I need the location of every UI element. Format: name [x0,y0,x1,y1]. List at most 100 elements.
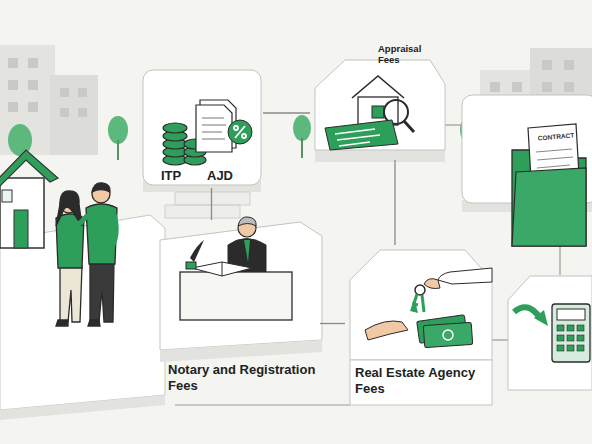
notary-tile: Notary and Registration Fees [160,220,320,402]
tax-tile-part [196,105,232,152]
calculator-tile-part [508,276,592,390]
appraisal-tile-part-part [337,135,380,140]
tax-tile-part-part [202,118,224,119]
decor-paths-part [445,124,462,125]
tax-tile-part-part [202,139,225,140]
tax-tile-part-part [163,123,187,133]
couple-figure-part [60,266,82,322]
contract-tile-part-part [537,165,570,168]
appraisal-tile: Appraisal Fees [310,35,445,160]
agency-tile-part [423,322,472,347]
calculator-tile-part-part [557,345,564,351]
calculator-tile-part-part [577,345,584,351]
calculator-tile-part-part [567,345,574,351]
couple-figure-part [90,262,114,322]
tax-tile-part-part [234,126,238,130]
agency-tile-part [443,330,453,340]
agency-tile-part [415,285,425,295]
background-buildings-part-part [301,138,303,158]
calculator-tile [508,276,592,390]
agency-tile [350,250,492,405]
background-buildings-part-part [542,82,552,92]
couple-figure-part [92,183,110,192]
couple-figure-part [64,215,88,236]
calculator-tile-part [557,309,585,320]
appraisal-tile-part [404,121,414,132]
calculator-tile-part-part [557,325,564,331]
notary-platform-part [192,262,252,276]
appraisal-tile-part-part [335,129,375,134]
tax-tile: ITPAJD [143,66,263,188]
tax-tile-part [234,126,246,138]
notary-platform-part [180,272,292,320]
background-buildings-part-part [490,82,500,92]
calculator-tile-part [557,325,584,351]
tax-tile-part [228,120,252,144]
agency-tile-part [350,250,492,360]
background-buildings-part-part [60,88,69,97]
appraisal-tile-part [315,150,445,162]
tax-tile-part-part [242,134,246,138]
background-buildings-part [50,75,98,155]
agency-tile-part [365,321,408,340]
decor-paths-part [492,339,508,340]
notary-platform [160,217,322,362]
notary-platform-part [238,217,256,226]
connector-line [394,160,395,245]
tax-tile-part [165,192,250,218]
connector-line [263,112,310,113]
calculator-tile-part [534,310,548,326]
tax-tile-part-part [235,126,245,138]
tax-tile-part [202,118,226,139]
node-label: Appraisal Fees [378,43,432,66]
background-buildings-part-part [78,108,87,117]
calculator-tile-part-part [567,325,574,331]
background-buildings-part-part [60,108,69,117]
agency-tile: Real Estate Agency Fees [345,245,492,405]
appraisal-tile-part [325,120,398,150]
background-buildings-part-part [564,60,574,70]
calculator-tile-part-part [577,335,584,341]
notary-platform-part [160,222,322,350]
background-buildings-part-part [8,58,18,68]
background-buildings-part-part [293,115,311,141]
agency-tile-part [412,294,418,311]
appraisal-tile-part [315,60,445,150]
couple-figure-part [110,214,116,250]
background-buildings-part-part [28,80,38,90]
background-buildings-part-part [564,82,574,92]
agency-tile-part [422,295,424,312]
appraisal-tile-part [372,106,384,118]
node-label: ITP [161,168,201,184]
calculator-tile-part-part [557,335,564,341]
house-icon-part [0,178,44,248]
contract-tile-part-part [536,149,572,152]
background-buildings-part-part [8,124,32,156]
background-buildings-part-part [28,58,38,68]
tax-tile-part [143,70,261,185]
house-icon-part [0,150,58,186]
couple-platform-part [0,395,165,420]
house-icon [0,150,58,248]
background-buildings-part [0,45,55,155]
appraisal-tile-part-part [339,142,370,146]
agency-tile-part [350,360,492,405]
background-buildings-part-part [108,116,128,144]
background-buildings-part-part [117,140,119,160]
background-buildings-part-part [542,60,552,70]
notary-platform-part [244,240,250,262]
calculator-tile-part-part [577,325,584,331]
background-buildings-part [8,115,529,162]
house-icon-part [14,210,28,248]
background-buildings-part-part [8,80,18,90]
calculator-tile-part [552,304,590,362]
contract-tile-part [512,168,586,246]
connector-line [320,323,345,324]
appraisal-tile-part [335,129,380,146]
connector-line [211,188,212,220]
calculator-tile-part-part [567,335,574,341]
contract-tile-part-part [537,157,573,160]
